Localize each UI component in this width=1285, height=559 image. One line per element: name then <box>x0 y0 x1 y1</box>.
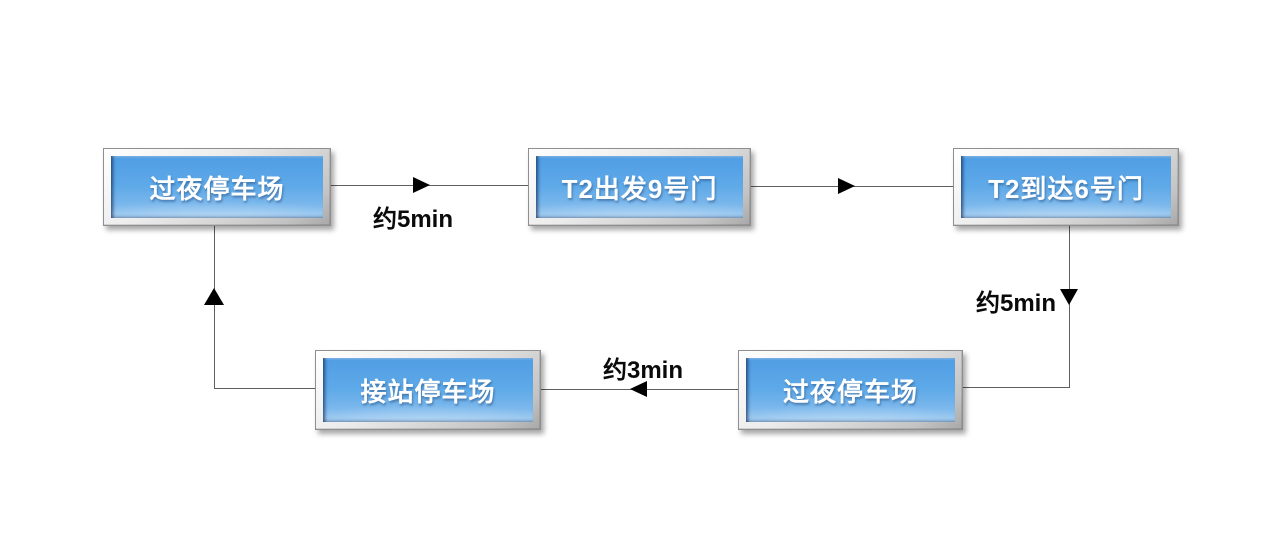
arrow-up-icon <box>204 288 224 305</box>
arrow-left-icon <box>630 381 647 397</box>
edge-label-5min-top: 约5min <box>372 206 453 233</box>
flow-node-pickup-parking: 接站停车场 <box>315 350 541 430</box>
edge-label-3min-bottom: 约3min <box>602 357 683 384</box>
flow-node-label: T2到达6号门 <box>961 156 1171 218</box>
flow-node-label: 过夜停车场 <box>111 156 323 218</box>
connector-left-elbow-segment <box>214 388 315 389</box>
flow-node-overnight-parking-bottom: 过夜停车场 <box>738 350 963 430</box>
connector-left-vertical-segment <box>214 226 215 388</box>
connector-right-vertical-segment <box>1069 226 1070 387</box>
flow-node-label: 接站停车场 <box>323 358 533 422</box>
flow-node-t2-departure-gate-9: T2出发9号门 <box>528 148 751 226</box>
flow-node-overnight-parking-top: 过夜停车场 <box>103 148 331 226</box>
arrow-down-icon <box>1060 289 1078 305</box>
flow-node-t2-arrival-gate-6: T2到达6号门 <box>953 148 1179 226</box>
edge-label-5min-right: 约5min <box>975 290 1056 317</box>
flow-node-label: 过夜停车场 <box>746 358 955 422</box>
arrow-right-icon <box>413 177 430 193</box>
arrow-right-icon <box>838 178 855 194</box>
connector-right-elbow-segment <box>962 387 1070 388</box>
flow-node-label: T2出发9号门 <box>536 156 743 218</box>
